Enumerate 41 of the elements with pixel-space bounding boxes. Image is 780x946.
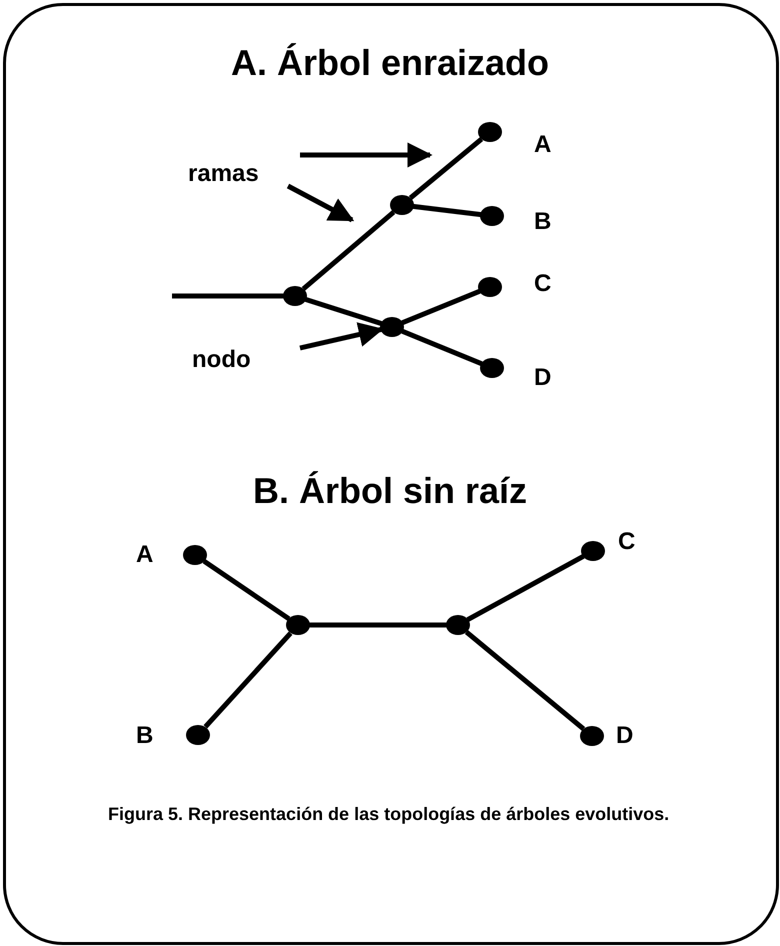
taxon-label: D <box>616 722 634 750</box>
tree-branch <box>309 622 447 628</box>
taxon-label: C <box>534 270 552 298</box>
tree-branch <box>302 210 396 291</box>
pointer-arrow <box>286 184 354 222</box>
tree-node-dot <box>478 122 502 142</box>
pointer-arrow <box>299 322 384 350</box>
taxon-label: C <box>618 528 636 556</box>
tree-node-dot <box>186 725 210 745</box>
tree-node-dot <box>283 286 307 306</box>
tree-branch <box>172 294 284 298</box>
tree-branch <box>412 204 482 218</box>
tree-node-dot <box>480 206 504 226</box>
tree-branch <box>204 631 292 729</box>
tree-node-dot <box>480 358 504 378</box>
tree-node-dot <box>286 615 310 635</box>
section-title: A. Árbol enraizado <box>230 42 550 84</box>
annotation-label: ramas <box>188 160 259 188</box>
tree-node-dot <box>183 545 207 565</box>
tree-branch <box>464 630 586 731</box>
tree-branch <box>304 296 382 326</box>
tree-node-dot <box>446 615 470 635</box>
taxon-label: B <box>136 722 154 750</box>
pointer-arrow <box>300 142 432 168</box>
tree-branch <box>401 288 481 326</box>
tree-node-dot <box>390 195 414 215</box>
tree-node-dot <box>478 277 502 297</box>
tree-branch <box>202 559 290 621</box>
tree-node-dot <box>581 541 605 561</box>
taxon-label: A <box>136 541 154 569</box>
annotation-label: nodo <box>192 346 251 374</box>
tree-branch <box>408 137 484 200</box>
taxon-label: A <box>534 131 552 159</box>
taxon-label: D <box>534 364 552 392</box>
section-title: B. Árbol sin raíz <box>252 470 528 512</box>
taxon-label: B <box>534 208 552 236</box>
figure-caption: Figura 5. Representación de las topologías de árboles evolutivos. <box>108 803 670 826</box>
tree-node-dot <box>380 317 404 337</box>
tree-node-dot <box>580 726 604 746</box>
tree-branch <box>466 554 585 622</box>
tree-branch <box>401 328 483 366</box>
